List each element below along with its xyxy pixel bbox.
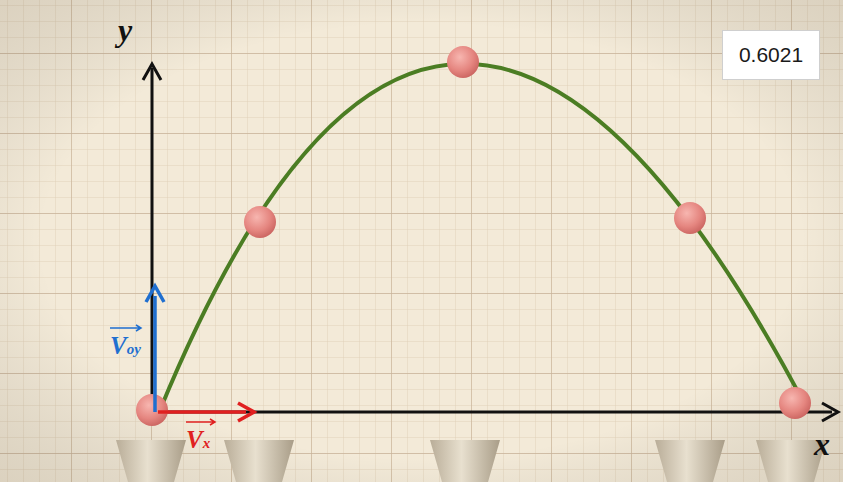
balls (136, 46, 811, 426)
vector-label: Voy (110, 333, 141, 358)
trajectory-curve (160, 64, 805, 410)
value-box: 0.6021 (722, 30, 820, 80)
vector-label: Vx (186, 427, 210, 452)
velocity-vectors (146, 286, 254, 421)
axes (143, 64, 838, 421)
funnel-cups (116, 440, 826, 482)
value-text: 0.6021 (739, 43, 803, 67)
axis-label: y (118, 14, 132, 46)
vector-overlines (110, 325, 215, 425)
axis-label: x (814, 428, 830, 460)
